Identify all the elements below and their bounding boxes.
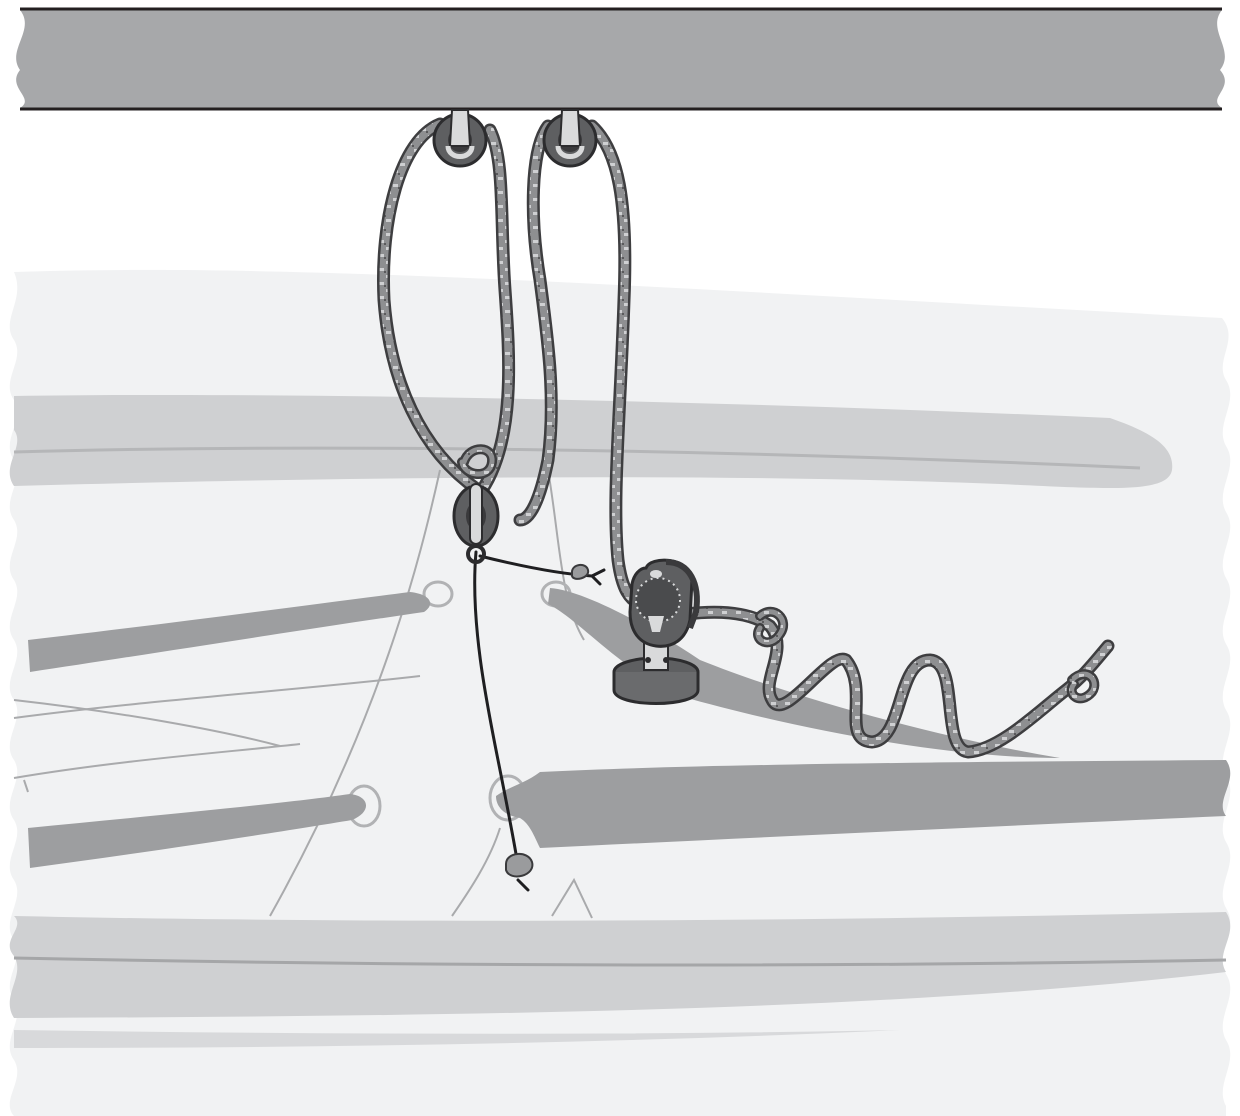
line-stopper bbox=[572, 565, 588, 579]
line-stopper bbox=[506, 854, 532, 876]
boom-body bbox=[16, 10, 1225, 108]
boom-block-icon bbox=[544, 110, 596, 166]
boom bbox=[16, 9, 1225, 109]
